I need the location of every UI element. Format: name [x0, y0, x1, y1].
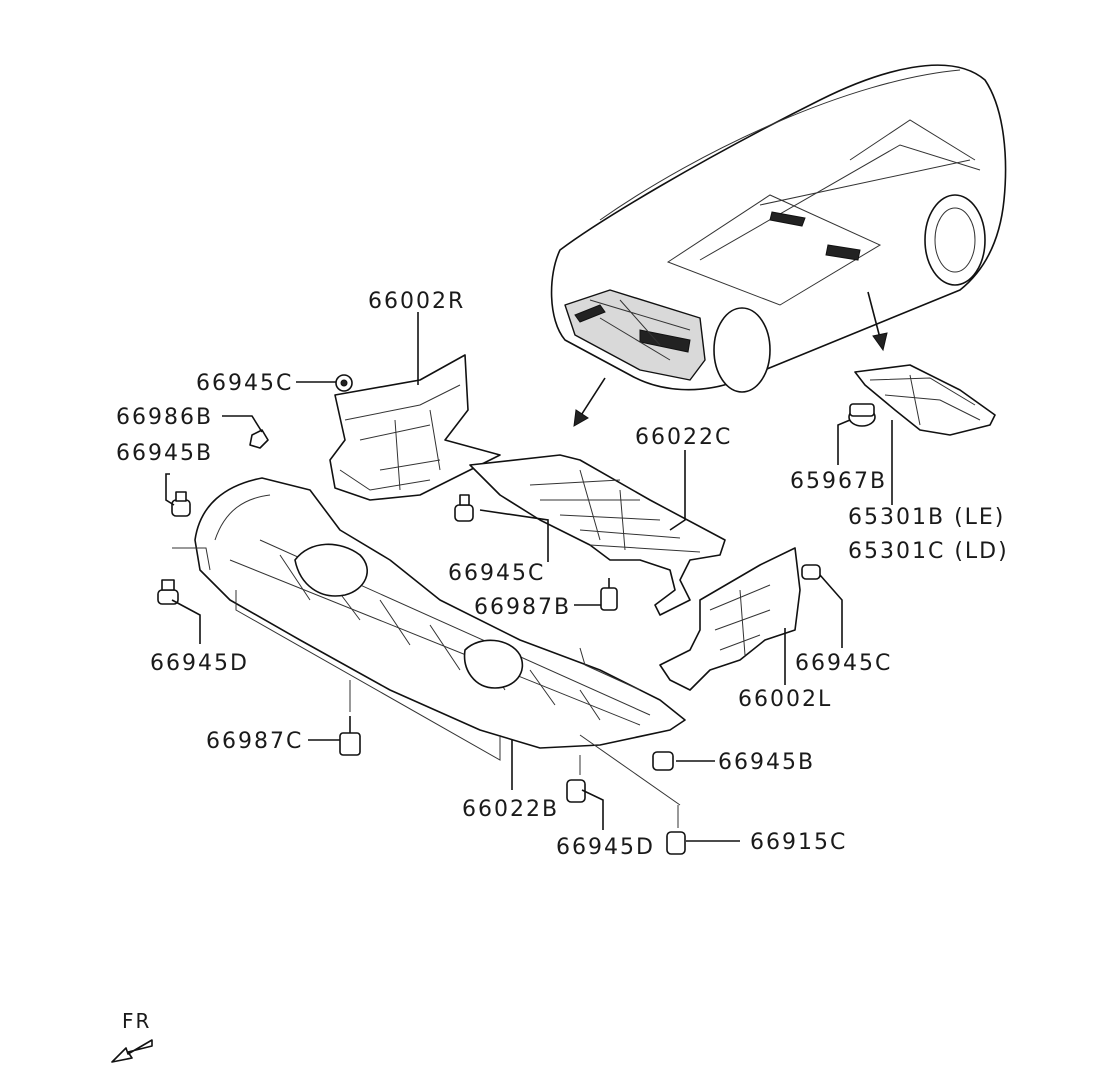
leader-lines	[165, 312, 893, 842]
label-66987C: 66987C	[206, 729, 303, 754]
label-66915C: 66915C	[750, 830, 847, 855]
label-65301B: 65301B (LE)	[848, 505, 1005, 530]
car-body-outline	[550, 64, 1007, 393]
label-66022B: 66022B	[462, 797, 559, 822]
front-direction: FR	[111, 1009, 153, 1063]
label-66002R: 66002R	[368, 289, 465, 314]
label-65967B: 65967B	[790, 469, 887, 494]
label-66945C-b: 66945C	[448, 561, 545, 586]
label-66945D-a: 66945D	[150, 651, 249, 676]
label-66945B-a: 66945B	[116, 441, 213, 466]
label-66945C-a: 66945C	[196, 371, 293, 396]
part-65301	[854, 364, 996, 436]
label-66987B: 66987B	[474, 595, 571, 620]
part-labels: 66002R 66945C 66986B 66945B 66022C 65967…	[116, 289, 1009, 860]
front-arrow-icon	[111, 1039, 153, 1063]
label-66945C-c: 66945C	[795, 651, 892, 676]
callout-arrows	[573, 291, 888, 427]
part-66002R	[329, 354, 501, 501]
label-66002L: 66002L	[738, 687, 832, 712]
part-66022B	[194, 477, 686, 749]
fr-label: FR	[122, 1009, 151, 1033]
part-66022C	[469, 454, 726, 616]
label-66945B-b: 66945B	[718, 750, 815, 775]
label-65301C: 65301C (LD)	[848, 539, 1009, 564]
label-66022C: 66022C	[635, 425, 732, 450]
part-66002L	[659, 547, 801, 691]
label-66945D-b: 66945D	[556, 835, 655, 860]
label-66986B: 66986B	[116, 405, 213, 430]
clip-icon	[157, 374, 876, 855]
